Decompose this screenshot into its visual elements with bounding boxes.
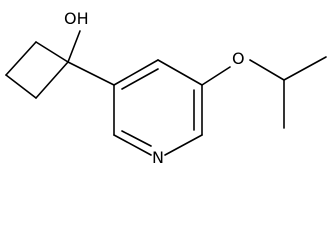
chemical-structure-diagram: OH O N bbox=[5, 9, 327, 167]
pyridine-ring bbox=[113, 59, 203, 156]
bond-ring-ether bbox=[201, 66, 231, 86]
bond-cyclobutane-4 bbox=[35, 61, 69, 99]
hydroxyl-label: OH bbox=[64, 9, 89, 28]
bond-pyridine-4 bbox=[164, 134, 203, 156]
ether-oxygen-label: O bbox=[232, 49, 245, 68]
bond-cyclobutane-1 bbox=[35, 41, 69, 63]
bond-pyridine-5 bbox=[113, 134, 152, 156]
bond-cyclobutane-3 bbox=[5, 74, 37, 99]
cyclobutane-ring bbox=[5, 41, 69, 99]
ring-nitrogen-label: N bbox=[152, 148, 164, 167]
bond-pyridine-2 bbox=[157, 59, 203, 86]
bond-c-oh bbox=[67, 30, 81, 63]
bond-pyridine-1 bbox=[113, 59, 159, 86]
bond-ether-ch bbox=[249, 59, 285, 81]
bond-pyridine-5-inner bbox=[121, 130, 152, 147]
bond-cyclobutane-2 bbox=[5, 41, 37, 76]
bond-cyclobutyl-pyridine bbox=[67, 61, 115, 86]
isopropoxy-group bbox=[201, 56, 327, 129]
bond-pyridine-1-inner bbox=[121, 68, 159, 90]
bond-ch-methyl-top bbox=[283, 56, 327, 81]
